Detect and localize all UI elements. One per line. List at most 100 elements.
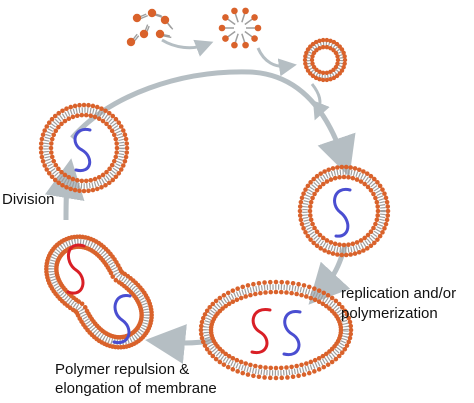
lipid-head: [285, 280, 290, 285]
lipid-head: [118, 167, 124, 172]
outer-lipid-heads: [38, 102, 130, 194]
lipid-head: [332, 241, 338, 247]
lipid-tail: [234, 33, 239, 43]
lipid-head: [352, 251, 358, 256]
lipid-head: [136, 338, 141, 344]
lipid-head: [339, 304, 345, 310]
lipid-head: [350, 175, 356, 181]
lipid-head: [278, 289, 284, 295]
lipid-head: [321, 181, 326, 187]
lipid-head: [230, 367, 236, 372]
lipid-head: [339, 350, 345, 356]
lipid-head: [126, 37, 136, 47]
lipid-head: [251, 281, 256, 287]
cycle-arrows: [44, 38, 356, 364]
lipid-head: [368, 229, 374, 234]
lipid-head: [317, 45, 322, 51]
lipid-head: [332, 175, 338, 181]
lipid-head: [52, 177, 58, 183]
lipid-head: [384, 217, 390, 223]
lipid-head: [346, 174, 351, 180]
lipid-head: [116, 120, 122, 126]
lipid-head: [122, 158, 128, 164]
lipid-head: [356, 249, 362, 255]
lipid-head: [258, 290, 263, 296]
lipid-head: [312, 191, 317, 197]
lipid-head: [298, 199, 304, 205]
lipid-head: [51, 132, 57, 138]
lipid-head: [234, 357, 240, 363]
lipid-head: [39, 154, 45, 160]
lipid-head: [306, 370, 312, 376]
lipid-head: [40, 132, 46, 138]
lipid-head: [330, 166, 336, 171]
lipid-head: [327, 306, 332, 311]
lipid-head: [262, 280, 267, 285]
lipid-head: [248, 362, 253, 368]
lipid-head: [342, 54, 347, 59]
lipid-head: [251, 14, 258, 21]
lipid-head: [235, 369, 240, 374]
lipid-head: [314, 229, 320, 234]
lipid-head: [361, 169, 366, 174]
lipid-head: [312, 357, 318, 363]
lipid-head: [160, 15, 170, 25]
lipid-head: [358, 238, 364, 243]
lipid-head: [42, 163, 48, 168]
lipid-head: [299, 362, 304, 368]
lipid-head: [56, 124, 61, 130]
lipid-head: [307, 204, 313, 209]
lipid-head: [372, 240, 377, 246]
lipid-head: [238, 295, 244, 301]
lipid-head: [336, 353, 342, 359]
lipid-head: [64, 106, 69, 112]
lipid-head: [313, 39, 319, 45]
lipid-head: [305, 68, 311, 73]
lipid-head: [225, 290, 231, 296]
lipid-head: [200, 315, 206, 321]
lipid-tail: [244, 18, 253, 26]
lipid-head: [262, 375, 267, 380]
inner-lipid-heads: [307, 174, 381, 248]
outer-lipid-heads: [208, 289, 344, 371]
lipid-head: [317, 69, 322, 75]
lipid-head: [311, 176, 316, 182]
lipid-head: [213, 356, 219, 362]
lipid-head: [341, 174, 347, 180]
lipid-head: [310, 221, 315, 227]
lipid-head: [147, 8, 157, 18]
lipid-head: [79, 112, 85, 118]
lipid-head: [198, 331, 204, 337]
lipid-head: [263, 365, 268, 370]
lipid-head: [320, 37, 326, 43]
lipid-head: [344, 312, 350, 317]
lipid-head: [302, 57, 308, 63]
lipid-head: [72, 187, 78, 193]
lipid-head: [320, 70, 326, 76]
lipid-head: [49, 174, 55, 180]
lipid-head: [341, 65, 346, 70]
lipid-head: [307, 208, 313, 214]
lipid-head: [308, 180, 313, 185]
lipid-head: [74, 178, 80, 183]
lipid-head: [324, 238, 330, 243]
lipid-head: [303, 294, 309, 299]
lipid-head: [44, 124, 50, 129]
lipid-head: [303, 230, 308, 235]
lipid-head: [100, 118, 106, 124]
lipid-head: [107, 166, 112, 172]
lipid-head: [375, 213, 381, 218]
lipid-head: [362, 181, 367, 187]
lipid-head: [342, 57, 348, 63]
polymer-blue-vesicle-left: [73, 127, 92, 173]
lipid-head: [337, 174, 342, 180]
lipid-head: [308, 359, 314, 365]
lipid-head: [222, 35, 229, 42]
lipid-head: [339, 47, 345, 52]
lipid-head: [290, 280, 296, 286]
lipid-head: [342, 61, 347, 66]
lipid-head: [301, 283, 307, 288]
lipid-head: [354, 240, 360, 245]
lipid-head: [79, 301, 85, 307]
